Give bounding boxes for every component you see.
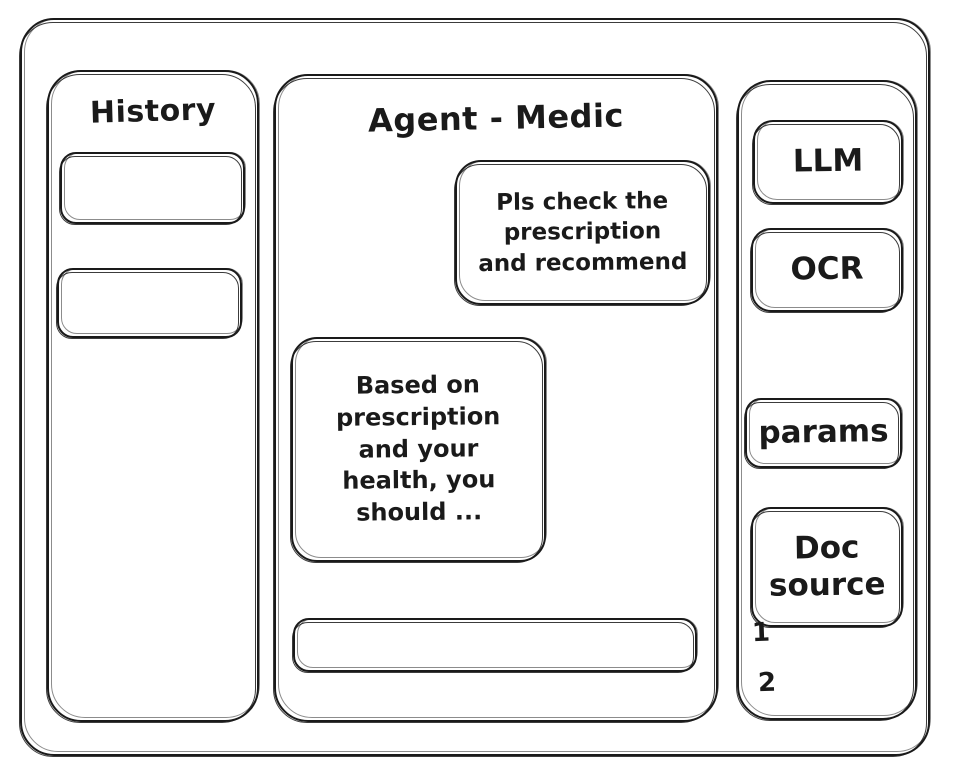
tool-button-ocr[interactable]: OCR xyxy=(750,227,904,313)
tool-button-llm-label: LLM xyxy=(792,142,864,180)
tool-button-doc-source-label: Doc source xyxy=(768,529,886,604)
history-panel-title: History xyxy=(89,92,217,131)
tool-button-params-label: params xyxy=(758,413,889,452)
history-list-item[interactable] xyxy=(56,267,243,339)
tools-panel xyxy=(736,79,918,721)
assistant-message-text: Based on prescription and your health, y… xyxy=(335,370,501,527)
user-message-bubble: Pls check the prescription and recommend xyxy=(454,159,711,306)
tool-button-ocr-label: OCR xyxy=(790,250,864,288)
tool-button-llm[interactable]: LLM xyxy=(752,119,904,205)
message-input[interactable] xyxy=(292,617,698,673)
user-message-text: Pls check the prescription and recommend xyxy=(478,188,688,277)
doc-source-list-item[interactable]: 2 xyxy=(757,667,777,699)
history-list-item[interactable] xyxy=(59,151,246,225)
tool-button-params[interactable]: params xyxy=(744,397,903,469)
tool-button-doc-source[interactable]: Doc source xyxy=(750,506,904,628)
doc-source-list-item[interactable]: 1 xyxy=(751,617,771,649)
assistant-message-bubble: Based on prescription and your health, y… xyxy=(290,336,547,563)
